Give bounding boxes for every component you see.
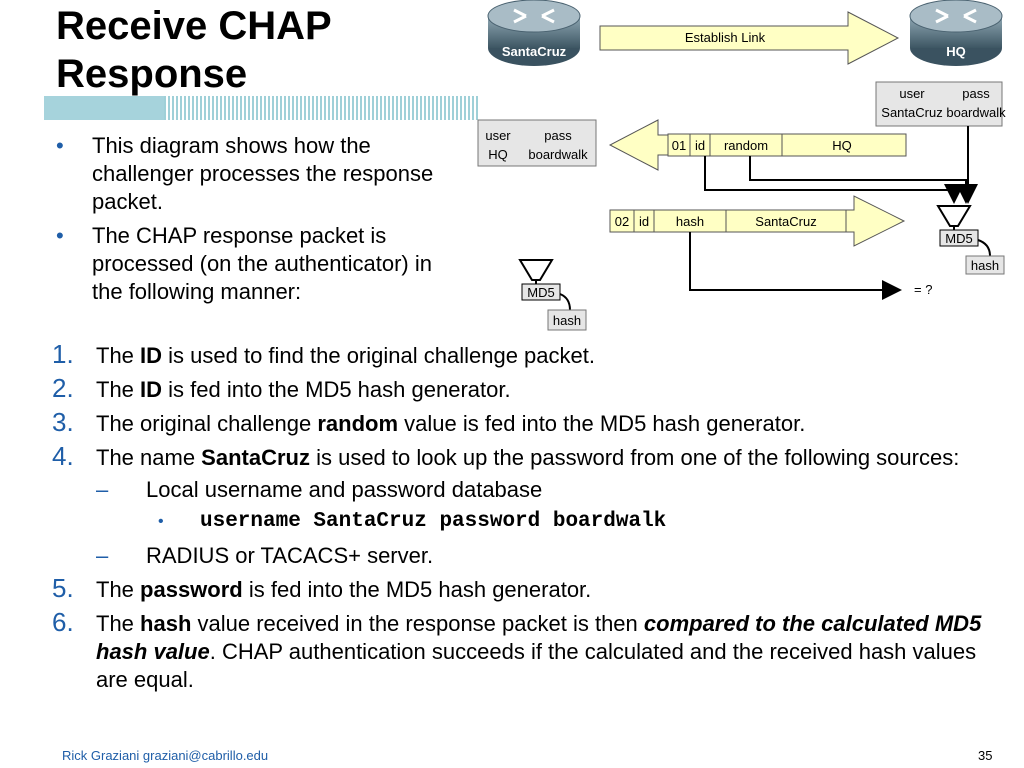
title-line-1: Receive CHAP: [56, 4, 332, 48]
step-item: 3.The original challenge random value is…: [52, 407, 806, 437]
hash-label-right: hash: [971, 258, 999, 273]
hash-label-left: hash: [553, 313, 581, 328]
step-number: 2.: [52, 373, 74, 403]
password-sources: –Local username and password database •u…: [96, 476, 992, 570]
step-item: 4.The name SantaCruz is used to look up …: [52, 441, 992, 570]
challenge-id: id: [695, 138, 705, 153]
challenge-name: HQ: [832, 138, 852, 153]
challenge-code: 01: [672, 138, 686, 153]
bullet-dot-icon: •: [158, 513, 164, 530]
db-hq-header-pass: pass: [962, 86, 990, 101]
challenge-random: random: [724, 138, 768, 153]
bullet-dot-icon: •: [56, 133, 64, 158]
page-number: 35: [978, 748, 993, 763]
step-number: 3.: [52, 407, 74, 437]
response-hash: hash: [676, 214, 704, 229]
response-id: id: [639, 214, 649, 229]
bullet-item: •This diagram shows how the challenger p…: [56, 133, 434, 214]
router-santacruz-icon: [487, 0, 581, 66]
dash-bullet-icon: –: [96, 477, 109, 502]
config-command-list: •username SantaCruz password boardwalk: [146, 508, 992, 536]
challenge-arrow-icon: [608, 119, 669, 171]
step-item: 6.The hash value received in the respons…: [52, 607, 982, 692]
step-item: 5.The password is fed into the MD5 hash …: [52, 573, 592, 603]
db-hq-box: [875, 81, 1003, 127]
processing-steps: 1.The ID is used to find the original ch…: [52, 339, 992, 700]
source-item: –Local username and password database •u…: [96, 476, 992, 536]
establish-link-label: Establish Link: [685, 30, 766, 45]
router-hq-label: HQ: [946, 44, 966, 59]
response-arrow-icon: [845, 195, 906, 247]
db-santacruz-value-user: HQ: [488, 147, 508, 162]
chap-diagram: SantaCruz HQ Establish Link user pass Sa…: [477, 0, 1006, 331]
step-item: 2.The ID is fed into the MD5 hash genera…: [52, 373, 511, 403]
dash-bullet-icon: –: [96, 543, 109, 568]
challenge-packet: [667, 133, 907, 157]
router-santacruz-label: SantaCruz: [502, 44, 567, 59]
slide-title: Receive CHAP Response: [56, 2, 476, 98]
connector-lines: [689, 126, 978, 300]
footer-author: Rick Graziani graziani@cabrillo.edu: [62, 748, 269, 763]
step-item: 1.The ID is used to find the original ch…: [52, 339, 595, 369]
establish-link-arrow-icon: [599, 11, 900, 65]
title-underline-solid: [44, 96, 164, 120]
md5-funnel-left-icon: [518, 259, 587, 331]
config-command: •username SantaCruz password boardwalk: [146, 508, 992, 536]
router-hq-icon: [909, 0, 1003, 66]
db-hq-value-user: SantaCruz: [881, 105, 942, 120]
compare-label: = ?: [914, 282, 932, 297]
step-number: 6.: [52, 607, 74, 637]
db-santacruz-value-pass: boardwalk: [528, 147, 588, 162]
intro-bullets: •This diagram shows how the challenger p…: [54, 132, 454, 312]
step-number: 4.: [52, 441, 74, 471]
db-hq-header-user: user: [899, 86, 925, 101]
response-code: 02: [615, 214, 629, 229]
source-item: –RADIUS or TACACS+ server.: [96, 543, 434, 568]
bullet-item: •The CHAP response packet is processed (…: [56, 223, 432, 304]
md5-label-left: MD5: [527, 285, 554, 300]
md5-funnel-right-icon: [936, 205, 1005, 275]
db-santacruz-header-pass: pass: [544, 128, 572, 143]
step-number: 5.: [52, 573, 74, 603]
md5-label-right: MD5: [945, 231, 972, 246]
db-hq-value-pass: boardwalk: [946, 105, 1006, 120]
response-name: SantaCruz: [755, 214, 816, 229]
db-santacruz-box: [477, 119, 597, 167]
db-santacruz-header-user: user: [485, 128, 511, 143]
bullet-dot-icon: •: [56, 223, 64, 248]
step-number: 1.: [52, 339, 74, 369]
title-line-2: Response: [56, 52, 248, 96]
